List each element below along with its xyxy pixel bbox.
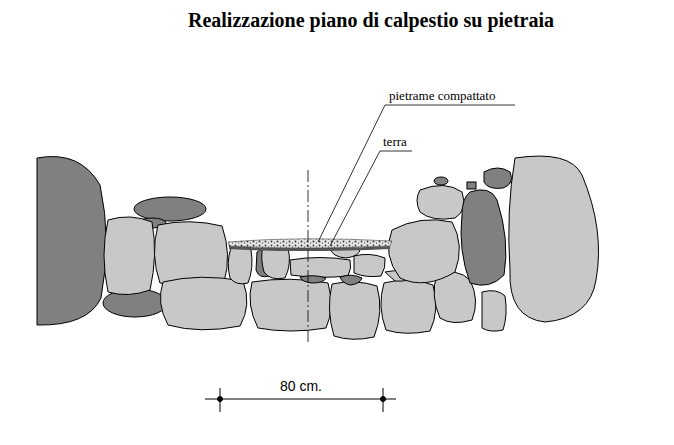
callout-label: pietrame compattato bbox=[389, 89, 495, 104]
gravel-layer bbox=[228, 239, 392, 248]
dimension-label: 80 cm. bbox=[280, 378, 322, 394]
leader-line bbox=[330, 151, 412, 246]
diagram-title: Realizzazione piano di calpestio su piet… bbox=[188, 9, 554, 32]
center-axis bbox=[308, 170, 309, 345]
stones bbox=[37, 156, 599, 339]
leader-line bbox=[318, 105, 515, 242]
callout-label: terra bbox=[383, 135, 407, 150]
